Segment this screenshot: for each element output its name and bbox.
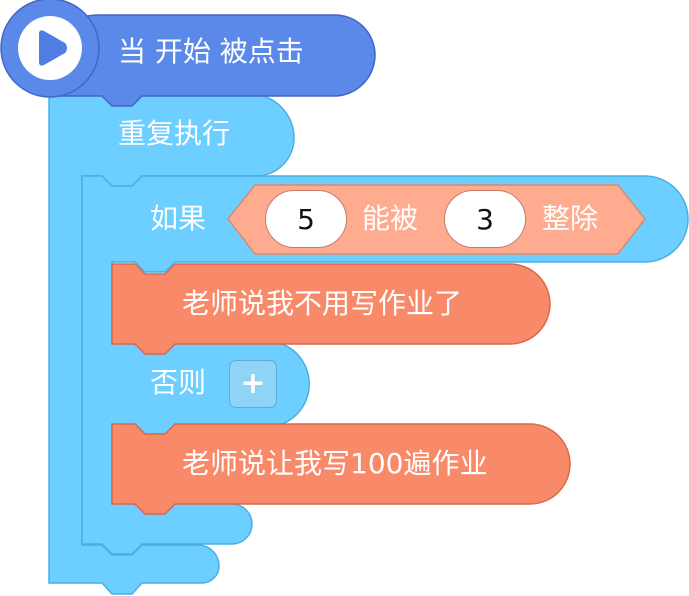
play-icon [39, 30, 67, 66]
right-number-input[interactable]: 3 [444, 190, 526, 248]
say-then-text: 老师说我不用写作业了 [182, 287, 463, 320]
left-number-value: 5 [297, 202, 315, 236]
else-label: 否则 [150, 366, 207, 399]
repeat-forever-label: 重复执行 [118, 117, 231, 150]
say-block-else[interactable] [111, 423, 571, 515]
if-label: 如果 [150, 202, 207, 235]
right-number-value: 3 [476, 202, 494, 236]
condition-end-text: 整除 [542, 202, 599, 235]
add-else-branch-button[interactable]: + [229, 360, 277, 408]
hat-block-label: 当 开始 被点击 [118, 35, 304, 68]
say-else-text: 老师说让我写100遍作业 [182, 447, 488, 480]
say-block-then[interactable] [111, 263, 551, 355]
condition-middle-text: 能被 [362, 202, 419, 235]
left-number-input[interactable]: 5 [265, 190, 347, 248]
plus-icon: + [240, 366, 266, 401]
